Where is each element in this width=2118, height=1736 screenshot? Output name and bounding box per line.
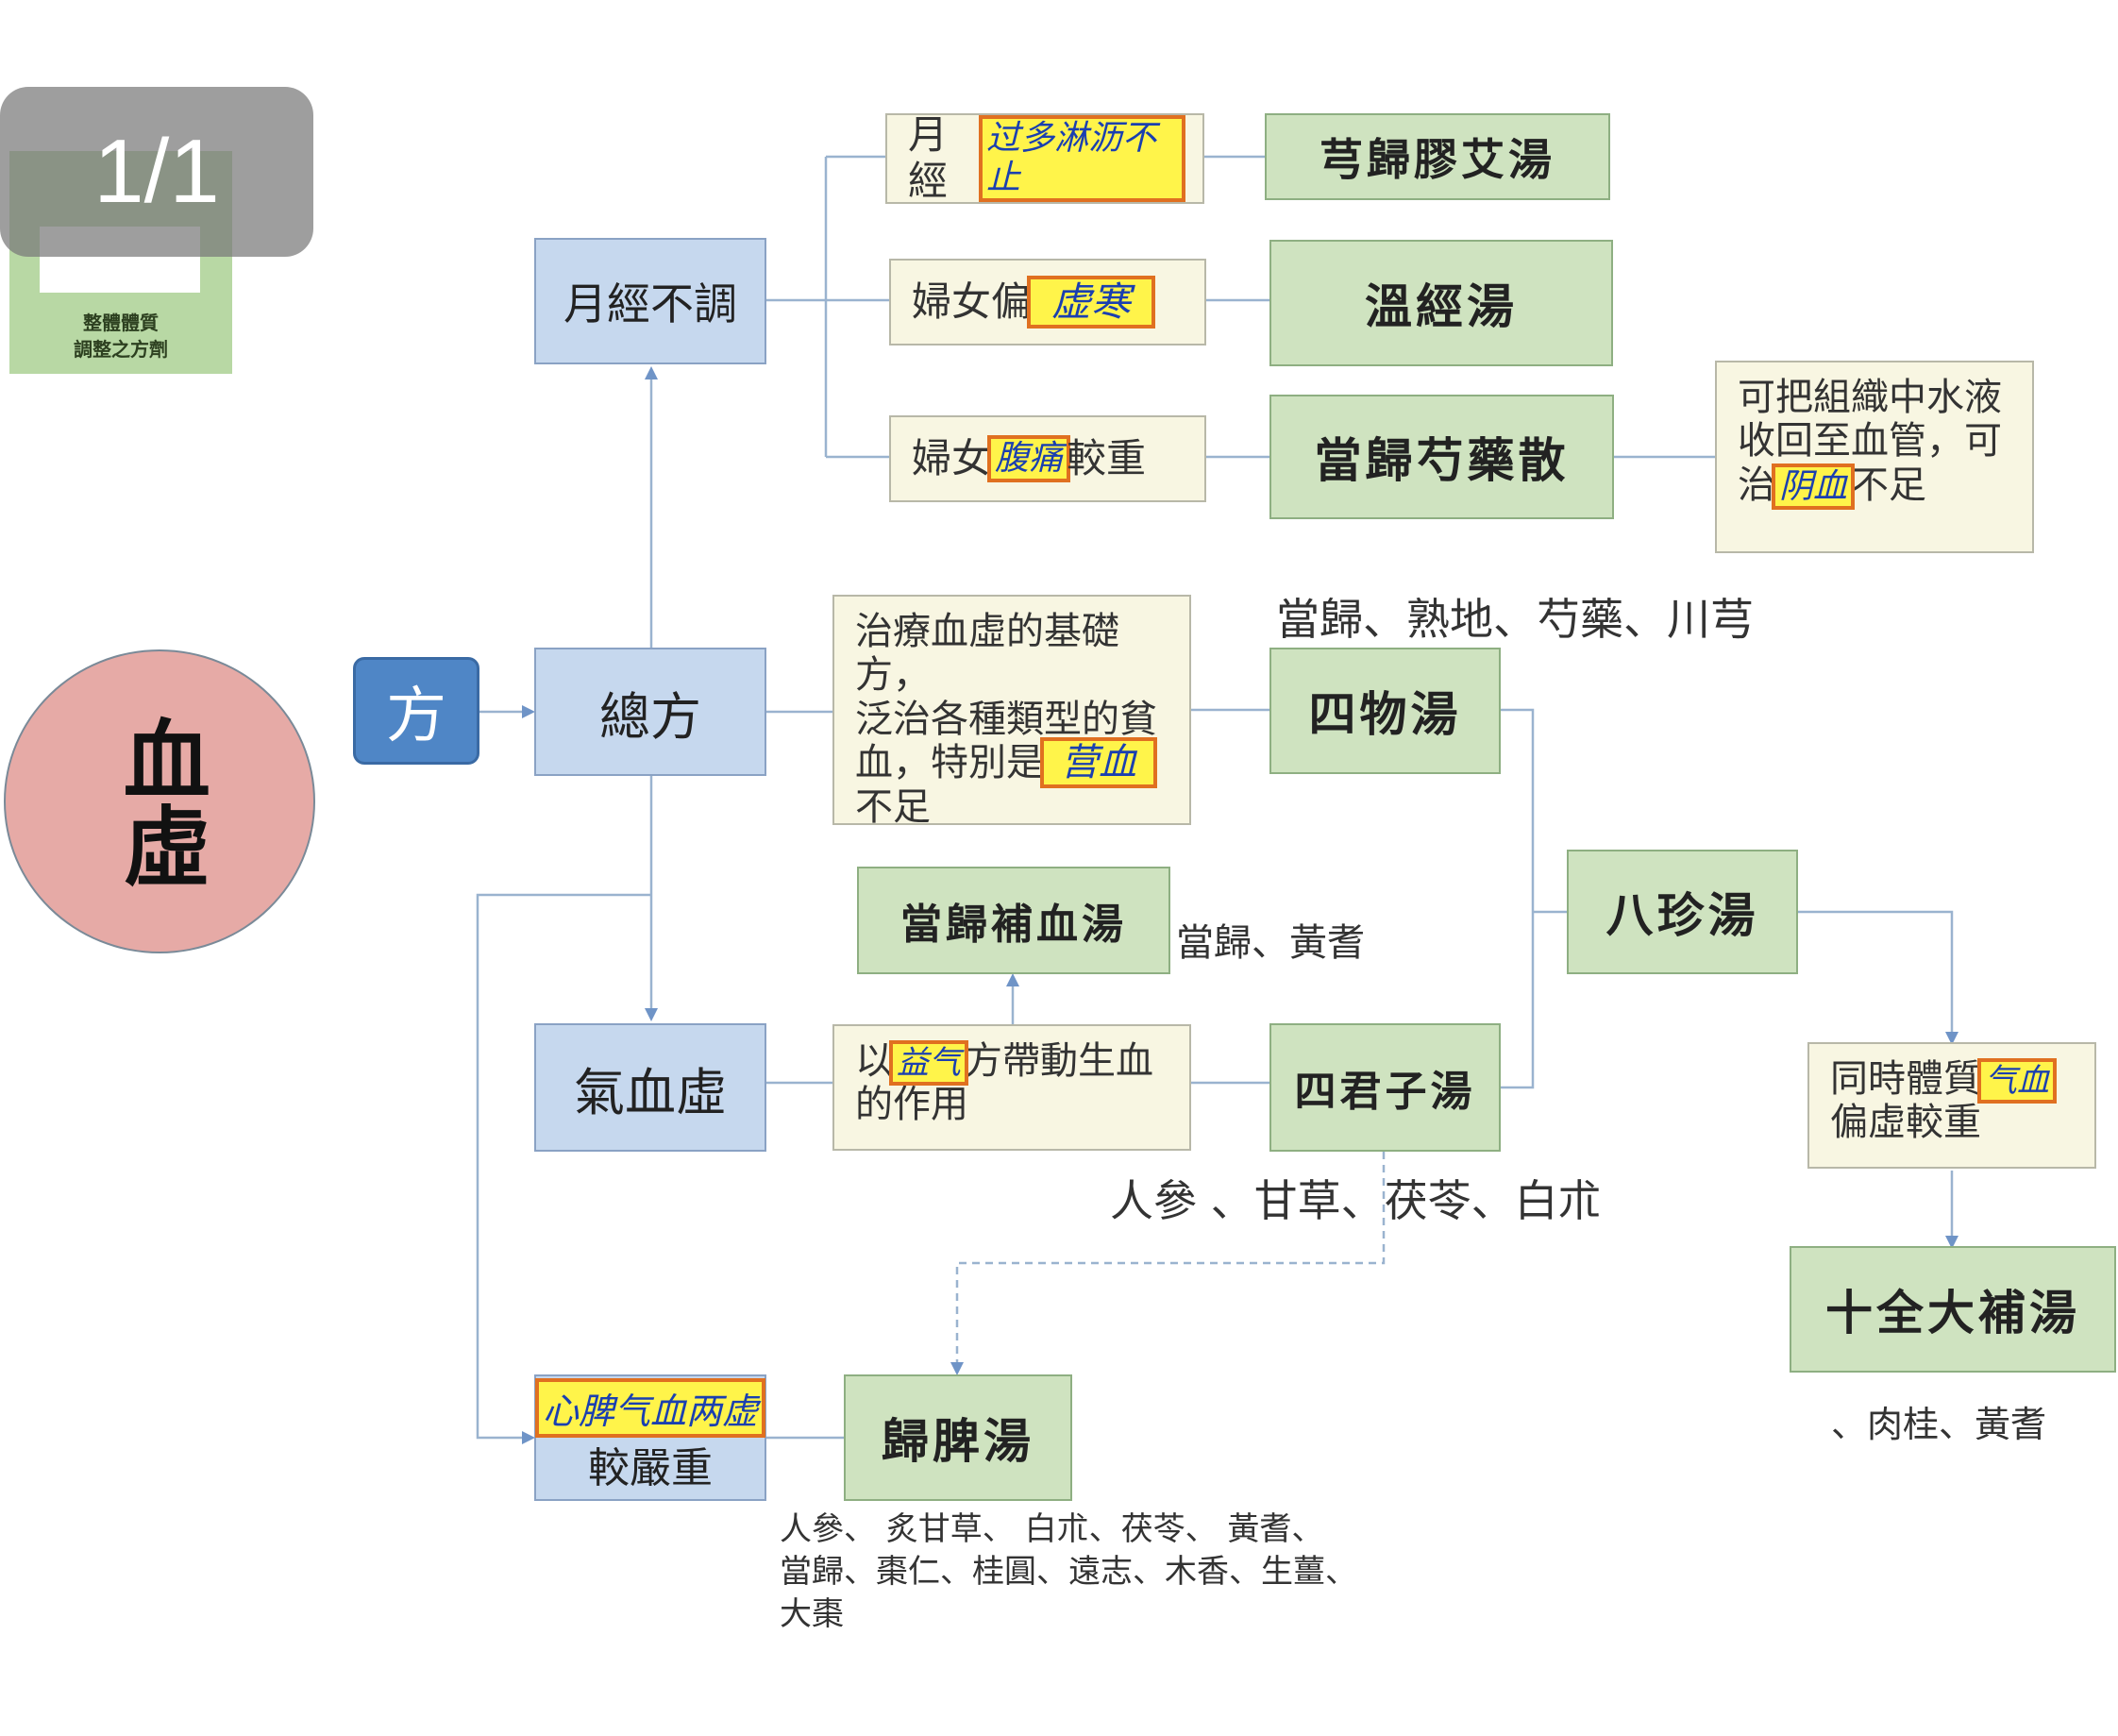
condition-yuejing-guoduo: 月經过多淋沥不止 xyxy=(885,111,1204,204)
condition-xuhan: 婦女偏虚寒 xyxy=(889,259,1206,346)
formula-siwu: 四物湯 xyxy=(1269,648,1501,774)
formula-wenjing: 溫經湯 xyxy=(1269,240,1613,366)
thumbnail-caption: 整體體質 調整之方劑 xyxy=(74,312,168,361)
highlight-qixue: 气血 xyxy=(1977,1058,2057,1104)
formula-guipi: 歸脾湯 xyxy=(844,1374,1072,1501)
xinpi-highlight: 心脾气血两虚 xyxy=(534,1377,766,1438)
condition-yinxue: 可把組織中水液 收回至血管，可 治阴血不足 xyxy=(1715,361,2034,553)
node-yuejing-butiao: 月經不調 xyxy=(534,238,766,364)
condition-yiqi: 以益气方帶動生血 的作用 xyxy=(832,1024,1191,1151)
formula-shiquandabu: 十全大補湯 xyxy=(1790,1246,2116,1373)
ingredients-guipi: 人參、 炙甘草、 白朮、茯苓、 黃耆、 當歸、棗仁、桂圓、遠志、木香、生薑、 大… xyxy=(780,1510,1357,1633)
highlight-futong: 腹痛 xyxy=(987,435,1071,482)
page-counter: 1/1 xyxy=(93,121,220,222)
highlight-yingxue: 营血 xyxy=(1040,737,1157,789)
formula-sijunzi: 四君子湯 xyxy=(1269,1023,1501,1152)
condition-jichufang: 治療血虛的基礎方， 泛治各種類型的貧 血，特別是营血 不足 xyxy=(832,595,1191,829)
ingredients-siwu: 當歸、熟地、芍藥、川芎 xyxy=(1276,594,1754,645)
condition-futong: 婦女腹痛較重 xyxy=(889,415,1206,502)
ingredients-sijunzi: 人參 、甘草、茯苓、白朮 xyxy=(1110,1175,1602,1226)
node-qixuexu: 氣血虛 xyxy=(534,1023,766,1152)
highlight-guoduo: 过多淋沥不止 xyxy=(978,115,1186,202)
highlight-yinxue: 阴血 xyxy=(1771,463,1856,510)
fang-label: 方 xyxy=(353,657,479,765)
condition-qixue-pianxu: 同時體質气血 偏虛較重 xyxy=(1807,1042,2096,1169)
root-circle: 血虛 xyxy=(4,649,315,953)
formula-dangguibuxue: 當歸補血湯 xyxy=(857,867,1170,974)
formula-xiongguijiaoai: 芎歸膠艾湯 xyxy=(1265,113,1610,200)
highlight-xuhan: 虚寒 xyxy=(1027,275,1156,329)
highlight-yiqi: 益气 xyxy=(889,1040,968,1086)
formula-bazhen: 八珍湯 xyxy=(1567,850,1798,974)
ingredients-buxue: 當歸、黃耆 xyxy=(1176,921,1365,965)
node-zongfang: 總方 xyxy=(534,648,766,776)
formula-dangguishaoyao: 當歸芍藥散 xyxy=(1269,395,1614,519)
page-counter-overlay[interactable]: 1/1 xyxy=(0,87,313,257)
ingredients-shiquan: 、肉桂、黃耆 xyxy=(1831,1404,2047,1445)
root-label: 血虛 xyxy=(109,715,211,888)
node-xinpi-qixue-liangxu: 心脾气血两虚 較嚴重 xyxy=(534,1374,766,1501)
